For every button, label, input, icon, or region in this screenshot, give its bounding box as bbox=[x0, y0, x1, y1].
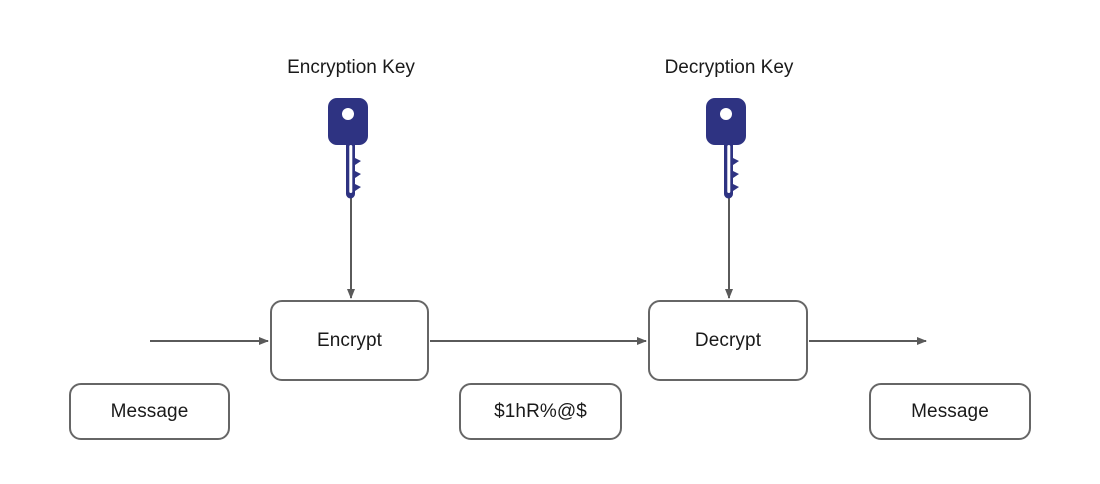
decrypt-node[interactable]: Decrypt bbox=[648, 300, 808, 381]
ciphertext-node[interactable]: $1hR%@$ bbox=[459, 383, 622, 440]
message-input-node[interactable]: Message bbox=[69, 383, 230, 440]
encrypt-node[interactable]: Encrypt bbox=[270, 300, 429, 381]
decryption-key-label: Decryption Key bbox=[664, 57, 794, 78]
message-output-node[interactable]: Message bbox=[869, 383, 1031, 440]
key-icon bbox=[328, 98, 368, 199]
key-icon bbox=[706, 98, 746, 199]
encryption-key-label: Encryption Key bbox=[287, 57, 415, 78]
